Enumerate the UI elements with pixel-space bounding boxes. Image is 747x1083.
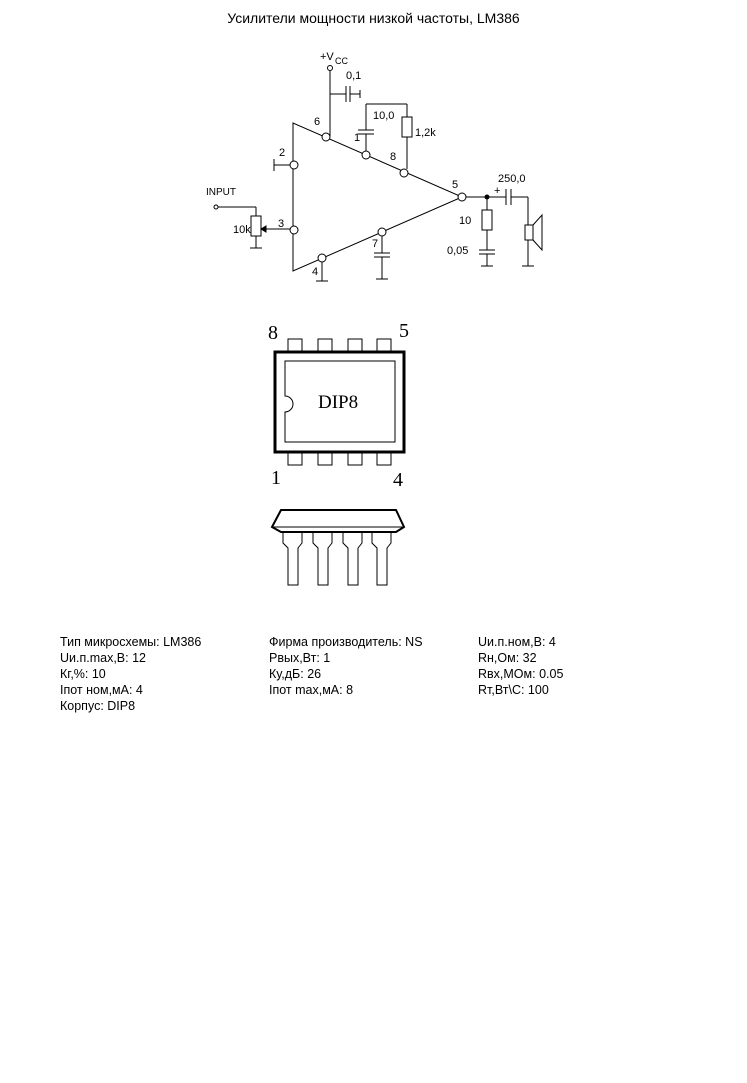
pin-3-label: 3 <box>278 218 284 230</box>
cap-plus-label: + <box>494 185 500 197</box>
specs-column-1: Тип микросхемы: LM386 Uи.п.max,В: 12 Кг,… <box>60 634 201 714</box>
specs-column-2: Фирма производитель: NS Рвых,Вт: 1 Ку,дБ… <box>269 634 423 698</box>
spec-package: Корпус: DIP8 <box>60 699 136 713</box>
pin-8-label: 8 <box>390 151 396 163</box>
spec-current-max: Iпот max,мА: 8 <box>269 683 354 697</box>
pot-label: 10k <box>233 224 251 236</box>
res-gain-label: 1,2k <box>415 127 436 139</box>
vcc-label: +V <box>320 51 334 63</box>
resistor-gain <box>401 116 413 138</box>
vcc-terminal <box>327 65 333 71</box>
pin-7-node <box>377 227 387 237</box>
package-name: DIP8 <box>318 392 358 413</box>
package-pin-1: 1 <box>271 467 281 489</box>
vcc-sub-label: CC <box>335 56 348 66</box>
specs-column-3: Uи.п.ном,В: 4 Rн,Ом: 32 Rвх,МОм: 0.05 Rт… <box>478 634 563 698</box>
pin-6-node <box>321 132 331 142</box>
spec-current-nom: Iпот ном,мА: 4 <box>60 683 143 697</box>
spec-gain: Ку,дБ: 26 <box>269 667 322 681</box>
pin-2-node <box>289 160 299 170</box>
cap-gain-label: 10,0 <box>373 110 394 122</box>
cap-supply-label: 0,1 <box>346 70 361 82</box>
spec-thermal-resistance: Rт,Вт\С: 100 <box>478 683 549 697</box>
amplifier-triangle <box>292 122 464 272</box>
pin-5-label: 5 <box>452 179 458 191</box>
spec-thd: Кг,%: 10 <box>60 667 106 681</box>
spec-chip-type: Тип микросхемы: LM386 <box>60 635 202 649</box>
pin-5-node <box>457 192 467 202</box>
input-label: INPUT <box>206 187 236 198</box>
pin-8-node <box>399 168 409 178</box>
page-title: Усилители мощности низкой частоты, LM386 <box>227 10 520 26</box>
pin-6-label: 6 <box>314 116 320 128</box>
spec-manufacturer: Фирма производитель: NS <box>269 635 423 649</box>
pin-4-node <box>317 253 327 263</box>
dip8-package-top <box>273 338 406 466</box>
package-pin-8: 8 <box>268 322 278 344</box>
pin-7-label: 7 <box>372 238 378 250</box>
speaker-icon <box>522 197 543 267</box>
cap-zobel-label: 0,05 <box>447 245 468 257</box>
package-pin-5: 5 <box>399 320 409 342</box>
pin-2-label: 2 <box>279 147 285 159</box>
input-terminal <box>213 204 219 210</box>
spec-input-resistance: Rвх,МОм: 0.05 <box>478 667 564 681</box>
pin-3-node <box>289 225 299 235</box>
spec-supply-nom: Uи.п.ном,В: 4 <box>478 635 556 649</box>
spec-supply-max: Uи.п.max,В: 12 <box>60 651 146 665</box>
dip8-package-side <box>270 509 406 586</box>
package-pin-4: 4 <box>393 469 403 491</box>
pin-1-label: 1 <box>354 132 360 144</box>
pin-1-node <box>361 150 371 160</box>
spec-output-power: Рвых,Вт: 1 <box>269 651 331 665</box>
potentiometer <box>250 215 262 237</box>
spec-load: Rн,Ом: 32 <box>478 651 537 665</box>
cap-output-label: 250,0 <box>498 173 526 185</box>
res-zobel-label: 10 <box>459 215 471 227</box>
resistor-zobel <box>481 209 493 231</box>
pin-4-label: 4 <box>312 266 318 278</box>
